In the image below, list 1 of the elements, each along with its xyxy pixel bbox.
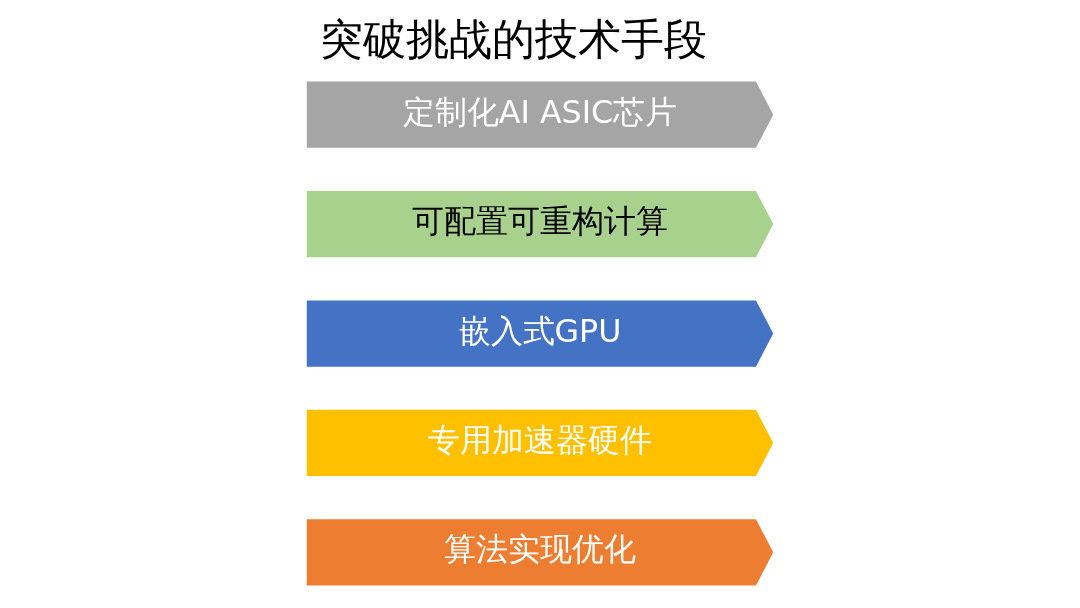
- diagram-title: 突破挑战的技术手段: [319, 14, 707, 65]
